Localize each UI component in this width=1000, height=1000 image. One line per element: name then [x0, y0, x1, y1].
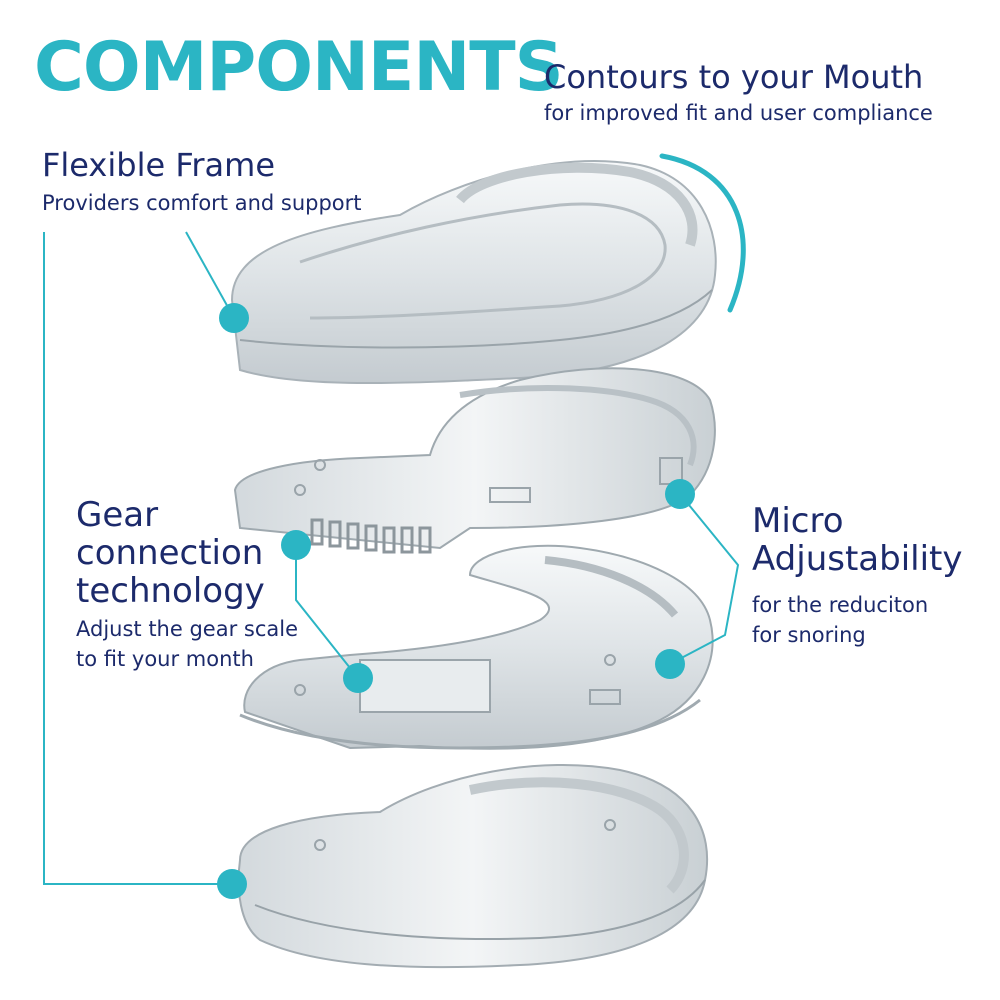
- gear-subtext-line-1: Adjust the gear scale: [76, 617, 298, 641]
- bottom-frame-layer: [237, 764, 709, 969]
- contours-heading: Contours to your Mouth: [544, 58, 924, 96]
- contour-arc: [659, 153, 746, 313]
- contours-subtext: for improved fit and user compliance: [544, 101, 933, 125]
- gear-subtext-line-2: to fit your month: [76, 647, 254, 671]
- micro-subtext-line-1: for the reduciton: [752, 593, 929, 617]
- frame-subtext: Providers comfort and support: [42, 191, 362, 215]
- bottom-frame-callout-dot: [217, 869, 247, 899]
- top-frame-layer: [230, 160, 717, 385]
- micro-subtext-line-2: for snoring: [752, 623, 866, 647]
- frame-heading: Flexible Frame: [42, 146, 276, 184]
- page-title: COMPONENTS: [34, 28, 564, 107]
- micro-heading-line-2: Adjustability: [752, 539, 963, 579]
- upper-gear-tray-layer: [233, 367, 716, 554]
- micro-lower-callout-dot: [655, 649, 685, 679]
- gear-callout: Gear connection technology Adjust the ge…: [76, 496, 298, 674]
- lower-gear-tray-layer: [239, 544, 714, 750]
- gear-teeth: [310, 518, 432, 554]
- micro-callout-dot: [665, 479, 695, 509]
- gear-heading-line-1: Gear: [76, 495, 159, 535]
- gear-heading-line-2: connection: [76, 533, 264, 573]
- micro-heading-line-1: Micro: [752, 501, 844, 541]
- frame-callout-dot: [219, 303, 249, 333]
- gear-callout-dot: [281, 530, 311, 560]
- leader-lines: [43, 231, 740, 885]
- frame-callout: Flexible Frame Providers comfort and sup…: [42, 146, 362, 218]
- contours-callout: Contours to your Mouth for improved fit …: [544, 58, 933, 128]
- gear-lower-callout-dot: [343, 663, 373, 693]
- micro-callout: Micro Adjustability for the reduciton fo…: [752, 502, 963, 650]
- gear-heading-line-3: technology: [76, 571, 265, 611]
